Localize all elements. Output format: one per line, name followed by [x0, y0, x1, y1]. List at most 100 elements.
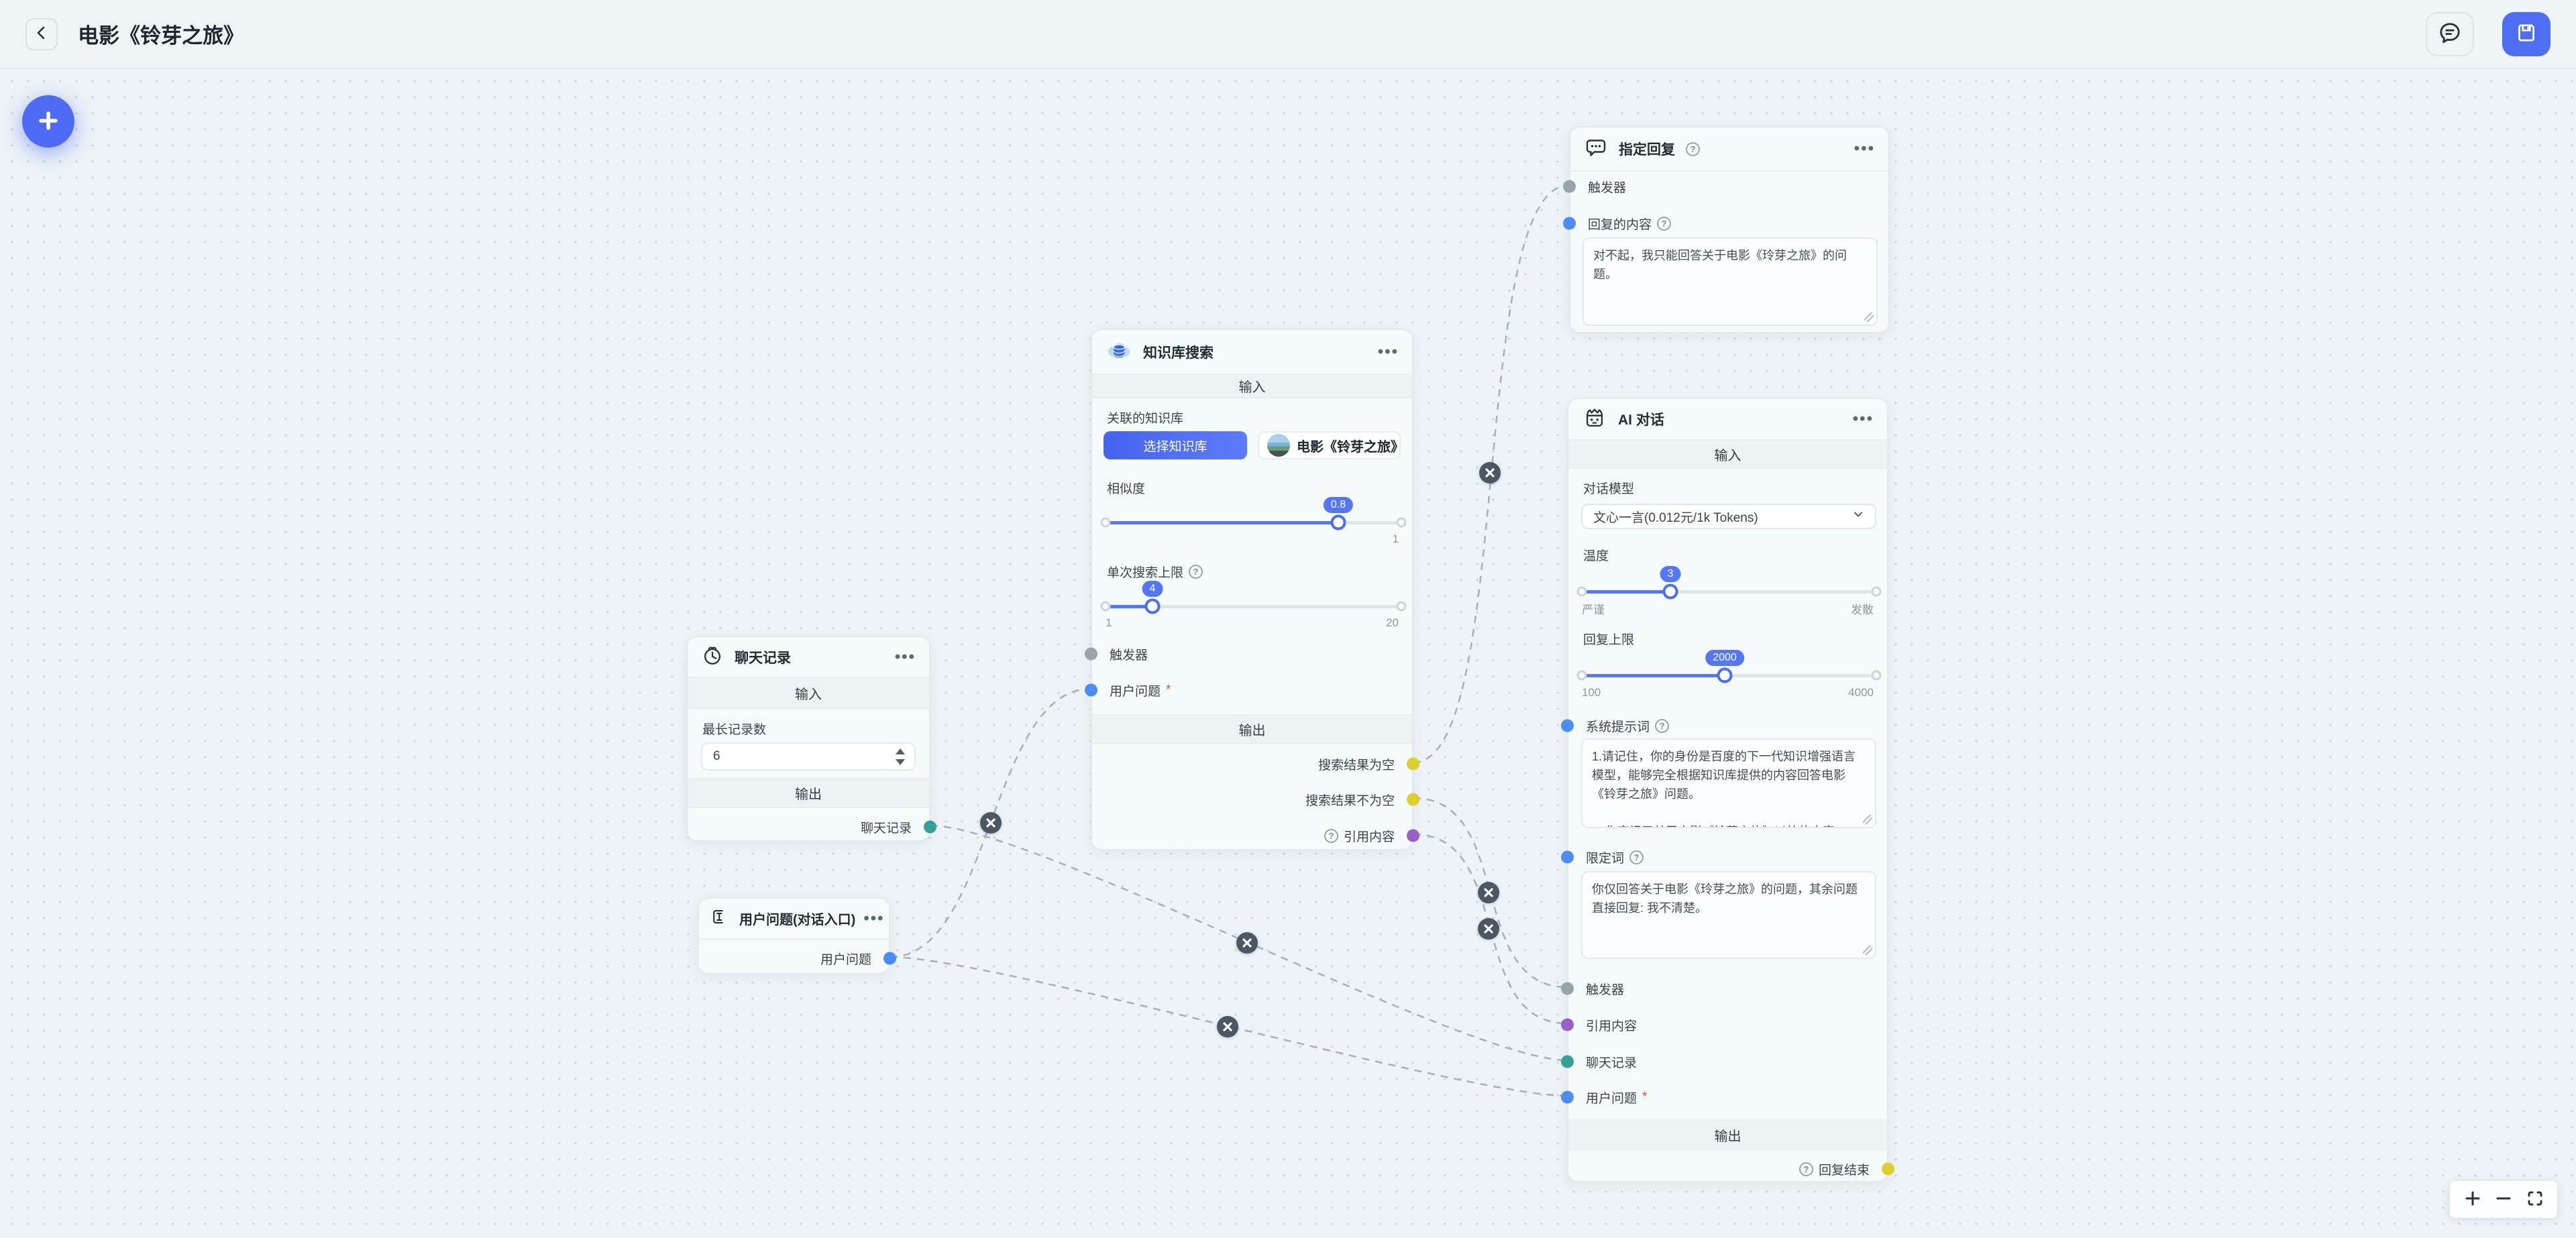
help-icon[interactable]	[1686, 142, 1700, 156]
system-prompt-field: 1.请记住，你的身份是百度的下一代知识增强语言模型，能够完全根据知识库提供的内容…	[1581, 738, 1876, 828]
port-user-question-in[interactable]: 用户问题*	[1085, 679, 1412, 701]
node-kb-search[interactable]: 知识库搜索 输入 关联的知识库 选择知识库 电影《铃芽之旅》 相似度 0.8 1…	[1085, 329, 1419, 850]
port-reply-content-in[interactable]: 回复的内容	[1563, 212, 1888, 235]
reply-limit-label: 回复上限	[1583, 632, 1635, 647]
slider-track[interactable]	[1582, 590, 1874, 594]
fit-view-icon	[2526, 1190, 2544, 1209]
help-icon[interactable]	[1189, 564, 1203, 579]
stepper-up-icon[interactable]	[896, 748, 905, 754]
debug-chat-button[interactable]	[2426, 11, 2474, 56]
port-chat-history-out[interactable]: 聊天记录	[688, 815, 936, 838]
node-header[interactable]: 指定回复	[1570, 127, 1888, 172]
node-menu-icon[interactable]	[863, 911, 884, 927]
delete-connection-icon[interactable]	[1236, 932, 1258, 954]
node-menu-icon[interactable]	[1378, 344, 1399, 360]
port-dot[interactable]	[1561, 982, 1574, 995]
port-dot[interactable]	[1563, 180, 1576, 193]
system-prompt-textarea[interactable]: 1.请记住，你的身份是百度的下一代知识增强语言模型，能够完全根据知识库提供的内容…	[1581, 738, 1876, 828]
max-records-input[interactable]	[701, 742, 916, 771]
port-dot[interactable]	[1407, 829, 1419, 842]
node-menu-icon[interactable]	[1854, 141, 1875, 157]
search-limit-label: 单次搜索上限	[1107, 562, 1203, 581]
save-button[interactable]	[2502, 11, 2551, 56]
port-label: 回复结束	[1818, 1163, 1870, 1178]
node-header[interactable]: 聊天记录	[688, 637, 929, 678]
delete-connection-icon[interactable]	[1478, 918, 1499, 940]
zoom-out-button[interactable]	[2495, 1190, 2512, 1209]
zoom-in-button[interactable]	[2464, 1190, 2481, 1209]
temperature-max-label: 发散	[1851, 603, 1874, 616]
port-dot[interactable]	[1561, 850, 1574, 864]
similarity-max: 1	[1392, 532, 1399, 545]
port-result-empty-out[interactable]: 搜索结果为空	[1092, 752, 1419, 775]
help-icon[interactable]	[1629, 850, 1644, 864]
slider-knob[interactable]	[1144, 598, 1161, 614]
port-system-prompt-in[interactable]: 系统提示词	[1561, 714, 1887, 737]
node-user-question[interactable]: 用户问题(对话入口) 用户问题	[698, 897, 896, 974]
port-dot[interactable]	[883, 952, 896, 965]
max-records-label: 最长记录数	[702, 722, 767, 737]
port-reference-in[interactable]: 引用内容	[1561, 1013, 1887, 1036]
port-dot[interactable]	[1085, 683, 1097, 697]
delete-connection-icon[interactable]	[1217, 1016, 1238, 1037]
max-records-value[interactable]	[712, 748, 896, 765]
select-kb-button[interactable]: 选择知识库	[1104, 431, 1247, 459]
node-header[interactable]: AI 对话	[1568, 399, 1887, 441]
model-select[interactable]: 文心一言(0.012元/1k Tokens)	[1581, 504, 1876, 529]
port-dot[interactable]	[924, 820, 936, 834]
qualifier-textarea[interactable]: 你仅回答关于电影《玲芽之旅》的问题，其余问题直接回复: 我不清楚。	[1581, 871, 1876, 959]
port-result-not-empty-out[interactable]: 搜索结果不为空	[1092, 788, 1419, 811]
help-icon[interactable]	[1799, 1162, 1813, 1176]
slider-knob[interactable]	[1330, 514, 1346, 530]
node-header[interactable]: 用户问题(对话入口)	[699, 899, 889, 940]
search-limit-value-bubble: 4	[1142, 581, 1163, 597]
help-icon[interactable]	[1657, 216, 1672, 231]
node-menu-icon[interactable]	[1853, 411, 1874, 427]
delete-connection-icon[interactable]	[980, 812, 1002, 834]
slider-fill	[1582, 674, 1725, 677]
delete-connection-icon[interactable]	[1478, 882, 1499, 903]
port-reference-out[interactable]: 引用内容	[1092, 824, 1419, 847]
kb-chip[interactable]: 电影《铃芽之旅》	[1258, 431, 1404, 459]
required-mark: *	[1642, 1090, 1648, 1104]
slider-knob[interactable]	[1717, 667, 1733, 683]
add-node-button[interactable]	[22, 95, 74, 148]
port-label: 触发器	[1110, 648, 1148, 663]
slider-track[interactable]	[1106, 605, 1399, 608]
back-button[interactable]	[25, 17, 58, 50]
port-dot[interactable]	[1407, 757, 1419, 771]
port-dot[interactable]	[1561, 719, 1574, 732]
node-chat-history[interactable]: 聊天记录 输入 最长记录数 输出 聊天记录	[686, 636, 936, 842]
help-icon[interactable]	[1324, 828, 1338, 843]
port-trigger-in[interactable]: 触发器	[1085, 642, 1412, 665]
port-dot[interactable]	[1407, 793, 1419, 806]
slider-knob[interactable]	[1662, 583, 1678, 600]
topbar-actions	[2426, 11, 2551, 56]
port-qualifier-in[interactable]: 限定词	[1561, 846, 1887, 868]
chevron-down-icon	[1852, 508, 1864, 524]
port-user-question-out[interactable]: 用户问题	[699, 947, 896, 970]
port-reply-end-out[interactable]: 回复结束	[1568, 1158, 1894, 1180]
node-fixed-reply[interactable]: 指定回复 触发器 回复的内容 对不起，我只能回答关于电影《玲芽之旅》的问题。	[1563, 126, 1890, 333]
port-dot[interactable]	[1882, 1162, 1894, 1176]
number-stepper[interactable]	[896, 748, 905, 765]
model-label: 对话模型	[1583, 482, 1635, 496]
port-trigger-in[interactable]: 触发器	[1561, 977, 1887, 1000]
node-header[interactable]: 知识库搜索	[1092, 330, 1412, 375]
stepper-down-icon[interactable]	[896, 758, 905, 765]
node-menu-icon[interactable]	[895, 649, 916, 665]
delete-connection-icon[interactable]	[1479, 462, 1501, 484]
port-dot[interactable]	[1561, 1090, 1574, 1104]
fit-view-button[interactable]	[2526, 1190, 2544, 1209]
port-dot[interactable]	[1085, 647, 1097, 661]
port-dot[interactable]	[1563, 217, 1576, 230]
port-user-question-in[interactable]: 用户问题*	[1561, 1086, 1887, 1109]
port-chat-history-in[interactable]: 聊天记录	[1561, 1050, 1887, 1073]
port-trigger-in[interactable]: 触发器	[1563, 175, 1888, 198]
port-dot[interactable]	[1561, 1055, 1574, 1068]
port-dot[interactable]	[1561, 1018, 1574, 1031]
reply-content-textarea[interactable]: 对不起，我只能回答关于电影《玲芽之旅》的问题。	[1582, 237, 1878, 326]
search-limit-max: 20	[1386, 616, 1399, 629]
help-icon[interactable]	[1655, 718, 1670, 733]
node-ai-chat[interactable]: AI 对话 输入 对话模型 文心一言(0.012元/1k Tokens) 温度 …	[1561, 398, 1894, 1182]
